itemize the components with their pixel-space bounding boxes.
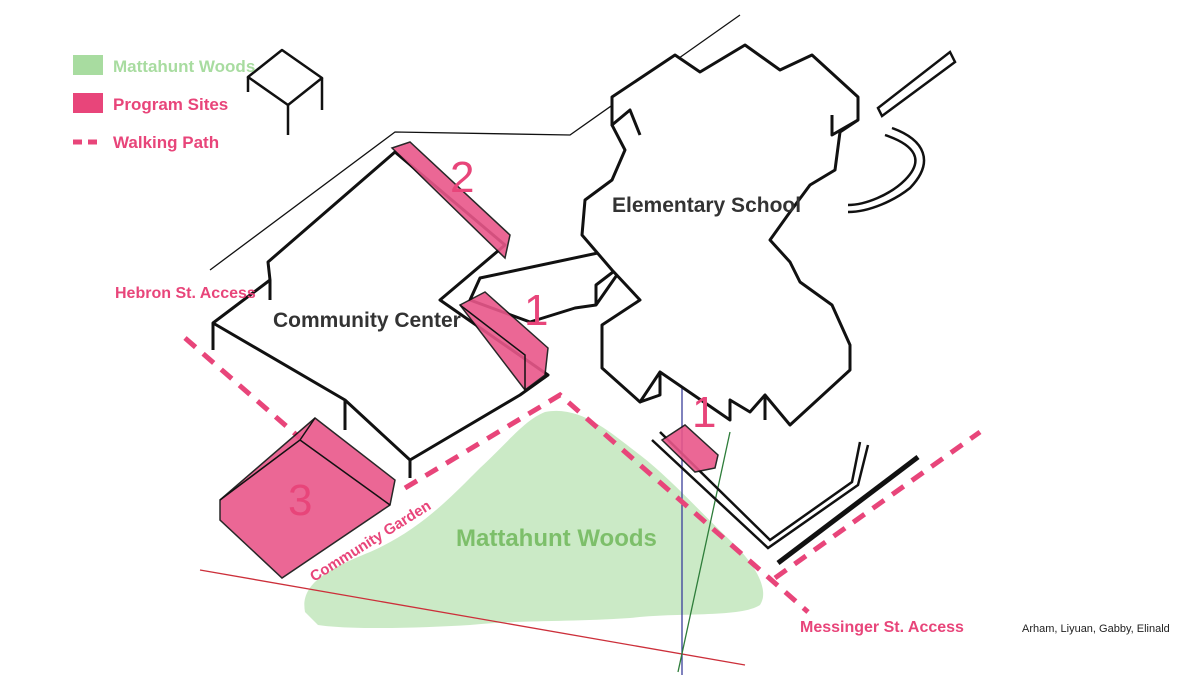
program-site-1a [458, 291, 549, 392]
program-site-2 [390, 141, 511, 260]
bench-structure [876, 50, 957, 118]
legend-program-swatch [73, 93, 103, 113]
mattahunt-woods-area [304, 410, 764, 629]
kiosk-icon [246, 48, 324, 135]
site-number-2: 2 [450, 153, 474, 202]
diagonal-guide-line [677, 431, 731, 673]
elementary-school-building [580, 43, 860, 427]
parking-edge-bar [776, 455, 920, 565]
program-site-1b [660, 424, 719, 473]
messinger-access-label: Messinger St. Access [800, 619, 964, 636]
community-center-building [211, 150, 550, 478]
site-number-1b: 1 [692, 388, 716, 437]
legend-path-label: Walking Path [113, 133, 219, 152]
parking-lot-outline [651, 431, 870, 550]
site-number-1a: 1 [524, 286, 548, 335]
hebron-access-label: Hebron St. Access [115, 285, 256, 302]
site-number-3: 3 [288, 476, 312, 525]
legend-program-label: Program Sites [113, 95, 228, 114]
credit-text: Arham, Liyuan, Gabby, Elinald [1022, 623, 1170, 635]
elementary-school-label: Elementary School [612, 194, 801, 217]
walking-path [183, 336, 982, 614]
property-line [199, 569, 746, 666]
legend: Mattahunt Woods Program Sites Walking Pa… [73, 55, 255, 152]
community-center-label: Community Center [273, 309, 461, 332]
mattahunt-woods-label: Mattahunt Woods [456, 525, 657, 552]
curved-structure [847, 126, 926, 214]
legend-woods-swatch [73, 55, 103, 75]
legend-woods-label: Mattahunt Woods [113, 57, 255, 76]
program-site-3 [219, 417, 396, 579]
